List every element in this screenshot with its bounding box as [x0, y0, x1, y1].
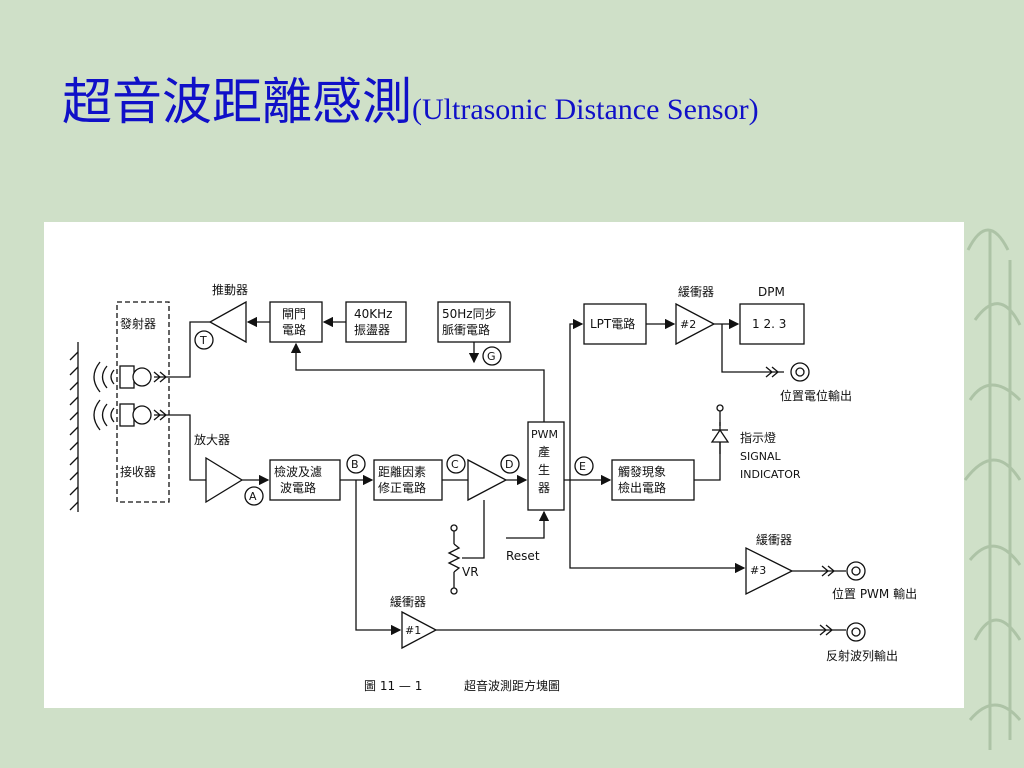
- pwm-label-3: 生: [538, 463, 550, 477]
- dpm-value: 1 2. 3: [752, 317, 786, 331]
- pos-pwm-out-label: 位置 PWM 輸出: [832, 586, 917, 601]
- indicator-cn-label: 指示燈: [740, 430, 776, 445]
- reflect-out-label: 反射波列輸出: [826, 648, 898, 663]
- detect-label-2: 波電路: [280, 480, 316, 495]
- reset-label: Reset: [506, 549, 540, 563]
- dpm-label: DPM: [758, 285, 785, 299]
- detect-filter-block: [269, 459, 341, 501]
- block-diagram-panel: 發射器 接收器 推動器 T 閘門 電路 40KHz 振盪器 50Hz同步 脈衝電…: [44, 222, 964, 708]
- lpt-label: LPT電路: [590, 316, 635, 331]
- pwm-label-4: 器: [538, 481, 550, 495]
- node-a: [244, 486, 264, 506]
- receiver-label: 接收器: [120, 464, 156, 479]
- node-g: [482, 346, 502, 366]
- oscillator-block: [345, 301, 407, 343]
- sync-label-2: 脈衝電路: [442, 322, 490, 337]
- receive-amplifier: [205, 456, 244, 504]
- buffer1-label: 緩衝器: [390, 595, 426, 609]
- transducer-housing: [116, 301, 170, 503]
- oscillator-label-1: 40KHz: [354, 307, 392, 321]
- node-c: [446, 454, 466, 474]
- comparator: [467, 458, 508, 502]
- oscillator-label-2: 振盪器: [354, 322, 390, 337]
- block-diagram: 發射器 接收器 推動器 T 閘門 電路 40KHz 振盪器 50Hz同步 脈衝電…: [69, 283, 917, 693]
- receiver-transducer: [93, 399, 152, 431]
- transmitter-label: 發射器: [120, 316, 156, 331]
- buffer-3-number: #3: [750, 564, 766, 577]
- buffer3-label: 緩衝器: [756, 533, 792, 547]
- indicator-en-label-1: SIGNAL: [740, 450, 782, 463]
- caption-figure: 圖 11 — 1: [364, 679, 422, 693]
- sync-label-1: 50Hz同步: [442, 307, 497, 321]
- node-e-label: E: [579, 460, 586, 473]
- transmitter-transducer: [93, 361, 152, 393]
- buffer-3: [745, 546, 794, 596]
- pwm-generator-block: [527, 421, 565, 511]
- node-t: [194, 330, 214, 350]
- title-english: (Ultrasonic Distance Sensor): [412, 93, 759, 126]
- pwm-label-2: 產: [538, 444, 550, 459]
- pwm-label-1: PWM: [531, 428, 558, 441]
- lpt-block: [583, 303, 647, 345]
- title-chinese: 超音波距離感測: [62, 73, 412, 131]
- trigger-label-2: 檢出電路: [618, 480, 666, 495]
- gate-label-2: 電路: [282, 322, 306, 337]
- node-e: [574, 456, 594, 476]
- driver-amplifier: [208, 300, 247, 344]
- driver-label: 推動器: [212, 283, 248, 297]
- buffer-1: [401, 610, 438, 650]
- buffer-1-number: #1: [405, 624, 421, 637]
- distance-correction-block: [373, 459, 443, 501]
- pos-voltage-out-label: 位置電位輸出: [780, 388, 852, 403]
- correction-label-2: 修正電路: [378, 480, 426, 495]
- caption-title: 超音波測距方塊圖: [464, 678, 560, 693]
- indicator-en-label-2: INDICATOR: [740, 468, 801, 481]
- variable-resistor: [447, 500, 485, 595]
- node-g-label: G: [487, 350, 496, 363]
- trigger-detect-block: [611, 459, 695, 501]
- node-t-label: T: [199, 334, 207, 347]
- buffer-2-number: #2: [680, 318, 696, 331]
- gate-label-1: 閘門: [282, 307, 306, 321]
- node-a-label: A: [249, 490, 257, 503]
- node-b-label: B: [351, 458, 359, 471]
- reflector-wall: [69, 342, 79, 512]
- led-indicator: [710, 404, 730, 454]
- buffer-2: [675, 302, 716, 346]
- node-d: [500, 454, 520, 474]
- trigger-label-1: 觸發現象: [618, 464, 666, 479]
- buffer2-label: 緩衝器: [678, 285, 714, 299]
- correction-label-1: 距離因素: [378, 465, 426, 479]
- node-b: [346, 454, 366, 474]
- slide-title: 超音波距離感測(Ultrasonic Distance Sensor): [62, 62, 759, 134]
- node-c-label: C: [451, 458, 459, 471]
- dpm-display: [739, 303, 805, 345]
- amplifier-label: 放大器: [194, 432, 230, 447]
- node-d-label: D: [505, 458, 513, 471]
- vr-label: VR: [462, 565, 479, 579]
- detect-label-1: 檢波及濾: [274, 464, 322, 479]
